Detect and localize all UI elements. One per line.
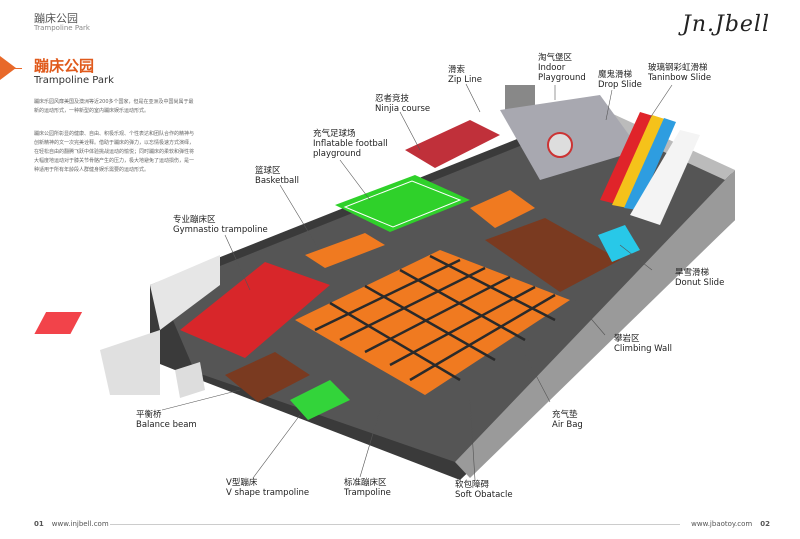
entrance-stairs bbox=[175, 362, 205, 398]
page-number-right: 02 bbox=[760, 520, 770, 528]
leader-lines bbox=[161, 83, 673, 481]
trampoline-grid bbox=[295, 250, 570, 395]
trampoline-grid-lines bbox=[314, 254, 556, 382]
ninja-course bbox=[405, 120, 500, 168]
balance-beam-pit bbox=[225, 352, 310, 402]
donut-slide bbox=[630, 130, 700, 225]
header-title-cn: 蹦床公园 bbox=[34, 12, 78, 25]
intro-paragraph-2: 蹦床公园所彰显的健康、自由、积极乐观、个性表达和团队合作的精神与创新精神的文一次… bbox=[34, 131, 195, 173]
section-title-en: Trampoline Park bbox=[34, 75, 114, 86]
footer-rule-left bbox=[110, 524, 400, 525]
footer-right: www.jbaotoy.com 02 bbox=[691, 520, 770, 528]
football-field bbox=[335, 175, 470, 232]
page-number-left: 01 bbox=[34, 520, 44, 528]
header-title-en: Trampoline Park bbox=[34, 24, 90, 32]
footer-left: 01 www.injbell.com bbox=[34, 520, 109, 528]
air-bag bbox=[470, 190, 535, 228]
intro-paragraph-1: 蹦床乐园风靡美国及澳洲等近200多个国家，但是在亚洲及中国尚属于最新的运动形式，… bbox=[34, 99, 194, 114]
foam-pit bbox=[485, 218, 620, 292]
footer-url-left[interactable]: www.injbell.com bbox=[51, 520, 109, 528]
footer-rule-right bbox=[400, 524, 680, 525]
v-trampoline bbox=[290, 380, 350, 420]
section-title-cn: 蹦床公园 bbox=[34, 57, 95, 75]
basketball-court bbox=[305, 233, 385, 268]
footer-url-right[interactable]: www.jbaotoy.com bbox=[691, 520, 753, 528]
gymnastic-court bbox=[180, 262, 330, 358]
brand-logo: Jn.Jbell bbox=[682, 12, 770, 37]
section-accent-line bbox=[0, 68, 22, 69]
